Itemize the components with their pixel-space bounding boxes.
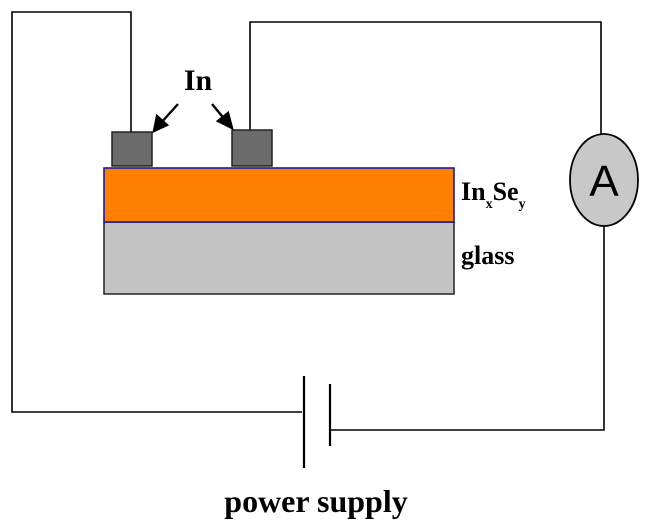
power-supply-label: power supply [224,483,407,519]
electrode-arrows [152,103,234,134]
electrode-label: In [184,64,213,97]
film-label-se: Se [493,177,519,206]
wire-right-contact [249,21,602,134]
film-label-sub-x: x [486,197,493,212]
power-supply-symbol [302,376,332,468]
ammeter-circle [569,133,639,227]
film-label-in: In [461,177,486,206]
ammeter-label: A [589,157,619,206]
wire-ammeter-to-supply [330,226,605,431]
wire-left-contact [11,11,302,413]
film-label: InxSey [461,177,526,212]
wires [11,11,605,431]
ammeter: A [569,133,639,227]
in-electrode-right [231,129,273,167]
arrow-right-head [215,110,234,131]
film-label-sub-y: y [519,197,526,212]
glass-substrate [103,221,455,295]
arrow-left-head [152,113,170,134]
in-electrode-left [111,131,153,167]
substrate-label: glass [461,241,514,270]
inxsey-film [103,167,455,223]
